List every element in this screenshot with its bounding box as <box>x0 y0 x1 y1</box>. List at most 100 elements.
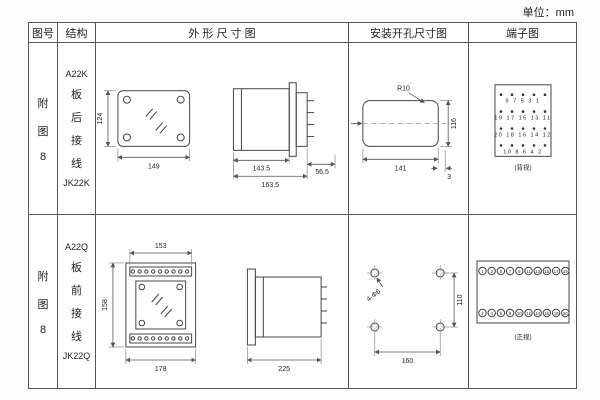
terminal-number: 13 <box>535 269 540 274</box>
structure-char: 前 <box>71 285 82 297</box>
terminal-number: 6 <box>500 311 503 316</box>
terminal-diagram-jk22k: 9 7 5 3 1 19 17 15 13 11 20 18 16 14 12 … <box>494 84 552 171</box>
terminal-number: 3 <box>491 269 494 274</box>
dim-corner-radius: R10 <box>397 86 410 93</box>
outline-cell-row2: 153 158 178 <box>96 215 349 388</box>
structure-char: 接 <box>71 135 82 147</box>
dim-strip-width: 153 <box>155 243 167 250</box>
mounting-cell-row1: R10 116 141 3 <box>349 43 469 215</box>
terminal-number: 18 <box>554 311 559 316</box>
dim-rear: 56.5 <box>315 169 329 176</box>
fig-char: 8 <box>39 150 47 163</box>
structure-char: 板 <box>71 89 82 101</box>
side-view-dimensions: 225 <box>246 339 322 373</box>
dim-cutout-width: 141 <box>395 165 407 172</box>
header-fig-no: 图号 <box>29 23 58 43</box>
view-label: (背视) <box>514 162 531 171</box>
cutout-dimensions: 116 141 3 <box>362 100 458 181</box>
terminal-pins <box>499 93 547 147</box>
outline-drawing-jk22q: 153 158 178 <box>102 243 328 373</box>
terminal-number: 7 <box>509 269 512 274</box>
dim-edge-gap: 3 <box>447 174 451 181</box>
dim-width: 178 <box>155 366 167 373</box>
structure-char: 线 <box>71 331 82 343</box>
structure-model: A22K <box>65 69 88 79</box>
dim-width: 149 <box>148 163 160 170</box>
terminal-number: 16 <box>545 311 550 316</box>
terminal-number: 10 <box>517 311 522 316</box>
spec-table: 图号 结构 外 形 尺 寸 图 安装开孔尺寸图 端子图 附 图 8 A22K 板… <box>28 22 577 389</box>
mounting-drawing-jk22k: R10 116 141 3 <box>350 86 458 181</box>
terminal-number: 5 <box>500 269 503 274</box>
structure-model: A22Q <box>64 242 88 252</box>
terminal-number: 2 <box>481 311 484 316</box>
structure-char: 接 <box>71 308 82 320</box>
terminal-numbers-top: 1 3 5 7 9 11 13 15 17 19 <box>481 269 568 274</box>
dim-cutout-height: 116 <box>451 118 458 129</box>
front-view-dimensions: 153 158 178 <box>102 243 197 373</box>
outline-drawing-jk22k: 124 149 <box>97 82 336 189</box>
fig-char: 附 <box>37 97 49 110</box>
side-view-a22q <box>246 268 328 346</box>
mounting-cell-row2: 4-Φ6 110 160 <box>349 215 469 388</box>
fig-no-row2: 附 图 8 <box>29 215 58 388</box>
terminal-diagram-jk22q: 1 3 5 7 9 11 13 15 17 19 2 4 6 <box>476 260 570 341</box>
dim-hole-spec: 4-Φ6 <box>366 288 383 303</box>
hole-callout: 4-Φ6 <box>366 277 384 303</box>
terminal-number: 14 <box>535 311 540 316</box>
panel-cutout: R10 <box>350 86 447 147</box>
terminal-number: 15 <box>545 269 550 274</box>
dim-depth: 225 <box>278 366 290 373</box>
header-mounting: 安装开孔尺寸图 <box>349 23 469 43</box>
mounting-holes <box>366 265 449 335</box>
side-view-dimensions: 143.5 163.5 56.5 <box>232 148 336 189</box>
hole-dimensions: 110 160 <box>374 272 464 365</box>
mounting-drawing-jk22q: 4-Φ6 110 160 <box>366 265 464 365</box>
dim-hole-vspace: 110 <box>457 294 464 305</box>
dim-height: 124 <box>97 113 104 125</box>
terminal-number-row: 19 17 15 13 11 <box>494 116 551 122</box>
terminal-number: 1 <box>481 269 484 274</box>
terminal-number: 9 <box>518 269 521 274</box>
structure-model: JK22Q <box>62 351 91 361</box>
front-view-dimensions: 124 149 <box>97 90 191 170</box>
fig-char: 8 <box>39 323 47 336</box>
terminal-number: 8 <box>509 311 512 316</box>
terminal-number: 11 <box>526 269 531 274</box>
dim-depth-inner: 143.5 <box>253 165 271 172</box>
terminal-number: 19 <box>563 269 568 274</box>
terminal-cell-row1: 9 7 5 3 1 19 17 15 13 11 20 18 16 14 12 … <box>469 43 576 215</box>
structure-char: 线 <box>71 158 82 170</box>
dim-hole-hspace: 160 <box>402 358 414 365</box>
terminal-screws-top <box>478 266 570 276</box>
view-label: (正视) <box>514 332 531 341</box>
structure-row2: A22Q 板 前 接 线 JK22Q <box>58 215 96 388</box>
terminal-number-row: 20 18 16 14 12 <box>494 132 552 138</box>
side-view-a22k <box>232 82 315 157</box>
terminal-number-row: 10 8 6 4 2 <box>503 149 542 155</box>
front-view-a22q <box>125 262 197 348</box>
terminal-numbers-bottom: 2 4 6 8 10 12 14 16 18 20 <box>481 311 568 316</box>
terminal-number: 17 <box>554 269 559 274</box>
dim-height: 158 <box>102 299 109 311</box>
dim-depth-outer: 163.5 <box>262 182 280 189</box>
structure-char: 板 <box>71 262 82 274</box>
terminal-screws-bottom <box>478 308 570 318</box>
terminal-number: 12 <box>526 311 531 316</box>
terminal-number: 4 <box>491 311 494 316</box>
fig-no-row1: 附 图 8 <box>29 43 58 215</box>
header-structure: 结构 <box>58 23 96 43</box>
outline-cell-row1: 124 149 <box>96 43 349 215</box>
unit-label: 单位：mm <box>522 7 574 19</box>
header-terminal: 端子图 <box>469 23 576 43</box>
terminal-box <box>494 84 552 157</box>
structure-row1: A22K 板 后 接 线 JK22K <box>58 43 96 215</box>
fig-char: 图 <box>37 298 49 311</box>
fig-char: 附 <box>37 270 49 283</box>
terminal-number-row: 9 7 5 3 1 <box>506 99 541 105</box>
header-outline: 外 形 尺 寸 图 <box>96 23 349 43</box>
terminal-numbers: 9 7 5 3 1 19 17 15 13 11 20 18 16 14 12 … <box>494 99 552 156</box>
terminal-number: 20 <box>563 311 568 316</box>
front-view-a22k <box>117 90 191 147</box>
